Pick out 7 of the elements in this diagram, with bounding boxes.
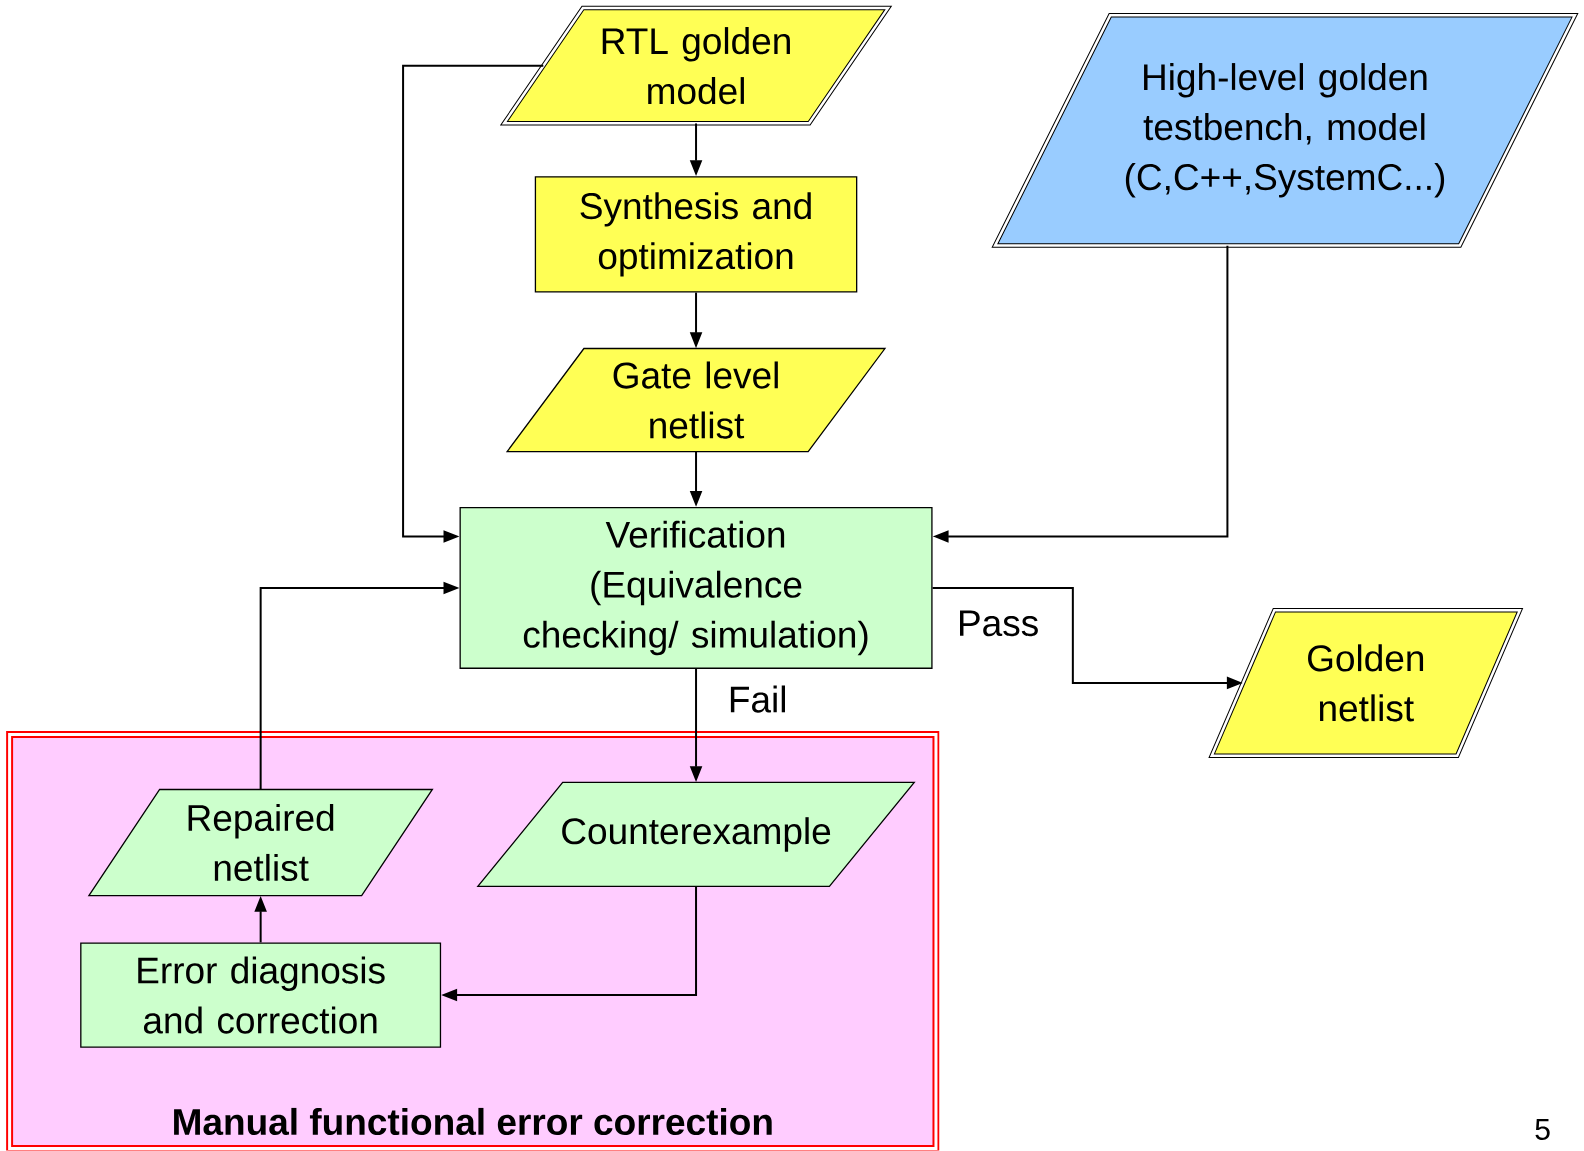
process-box: Verification (Equivalence checking/ simulation) bbox=[459, 507, 933, 670]
arrow bbox=[402, 64, 545, 543]
edge-label: Pass bbox=[960, 610, 1038, 637]
page-number: 5 bbox=[1535, 1119, 1550, 1141]
edge-label: Fail bbox=[730, 685, 785, 713]
process-box: Error diagnosis and correction bbox=[80, 942, 442, 1048]
process-box: Synthesis and optimization bbox=[534, 176, 858, 293]
